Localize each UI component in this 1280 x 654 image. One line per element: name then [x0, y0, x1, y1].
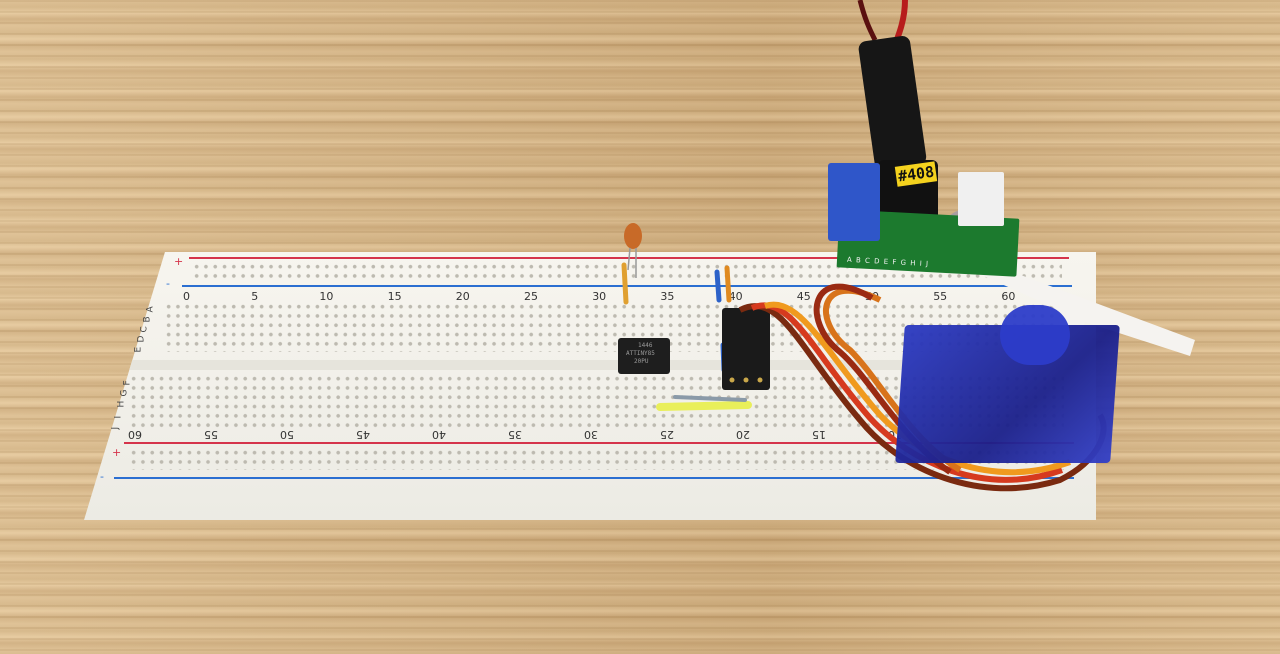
top-column-number: 25 [524, 290, 538, 303]
pcb-row-label: A B C D E F G H I J [846, 255, 930, 269]
top-column-number: 0 [183, 290, 190, 303]
breadboard [84, 252, 1096, 520]
rail-minus-top: - [166, 277, 170, 290]
attiny85-chip: 1446 ATTINY85 20PU [618, 338, 670, 374]
chip-line2: ATTINY85 [626, 350, 655, 357]
servo-horn [970, 258, 1195, 356]
rail-plus-bottom: + [112, 446, 122, 459]
servo-cable-orange [764, 301, 1071, 476]
top-column-number: 55 [933, 290, 948, 303]
rail-minus-bottom: - [100, 470, 104, 483]
top-column-number: 10 [319, 290, 334, 303]
yellow-jumper [656, 401, 752, 411]
servo-header [722, 308, 770, 390]
top-column-number: 40 [728, 290, 743, 303]
top-column-number: 45 [796, 290, 811, 303]
orange-jumper-1 [621, 262, 629, 305]
ceramic-capacitor [624, 223, 642, 249]
center-channel [114, 360, 1096, 370]
top-column-number: 60 [1001, 290, 1016, 303]
top-column-number: 20 [455, 290, 470, 303]
servo-cable-red [750, 302, 1064, 483]
top-column-number: 15 [387, 290, 402, 303]
barrel-plug [858, 36, 927, 170]
chip-line1: 1446 [638, 342, 653, 349]
orange-jumper-2 [724, 265, 732, 303]
bottom-red-rail [124, 442, 1074, 444]
rail-plus-top: + [174, 255, 184, 268]
terminal-block [828, 163, 880, 241]
top-column-number: 5 [251, 290, 259, 303]
top-column-number: 35 [660, 290, 675, 303]
servo-top [1000, 305, 1070, 365]
bottom-blue-rail [114, 477, 1074, 479]
bottom-power-holes [129, 448, 1064, 470]
top-column-number: 30 [592, 290, 607, 303]
chip-line3: 20PU [634, 358, 649, 365]
blue-jumper-1 [714, 269, 722, 303]
jst-connector [958, 172, 1004, 226]
